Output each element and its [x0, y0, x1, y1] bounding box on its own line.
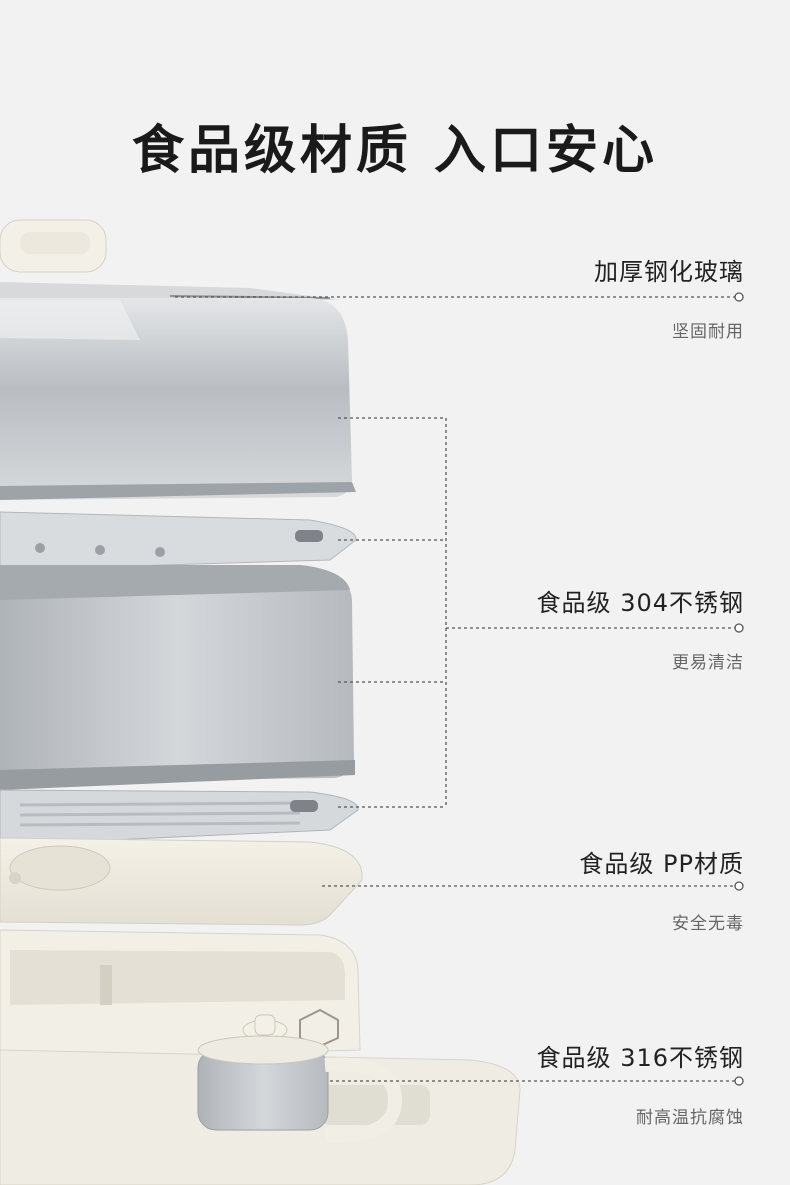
callout-subtitle: 坚固耐用	[672, 322, 744, 342]
callout-pp-material: 食品级 PP材质 安全无毒	[579, 844, 744, 934]
callout-subtitle: 更易清洁	[672, 653, 744, 673]
callout-tempered-glass: 加厚钢化玻璃 坚固耐用	[594, 252, 744, 342]
callout-316-steel: 食品级 316不锈钢 耐高温抗腐蚀	[537, 1038, 744, 1128]
callout-title: 食品级 304不锈钢	[536, 589, 744, 617]
316-steel-cup	[197, 1014, 403, 1143]
callout-title: 食品级 316不锈钢	[536, 1044, 744, 1072]
headline: 食品级材质 入口安心	[131, 121, 659, 181]
callout-subtitle: 安全无毒	[672, 914, 744, 934]
pp-water-tray	[0, 837, 363, 926]
callout-304-steel: 食品级 304不锈钢 更易清洁	[537, 583, 744, 673]
callout-subtitle: 耐高温抗腐蚀	[636, 1108, 744, 1128]
lower-steam-grate	[0, 789, 359, 846]
glass-lid-knob	[0, 219, 107, 273]
callout-end-dots	[734, 292, 744, 1086]
middle-steel-basket	[0, 565, 355, 790]
callout-title: 加厚钢化玻璃	[594, 258, 744, 286]
upper-steel-basket	[0, 298, 356, 500]
upper-steam-grate	[0, 511, 357, 571]
steamer-product-illustration	[0, 219, 744, 1185]
callout-lines	[175, 296, 735, 1082]
callout-title: 食品级 PP材质	[579, 850, 744, 878]
